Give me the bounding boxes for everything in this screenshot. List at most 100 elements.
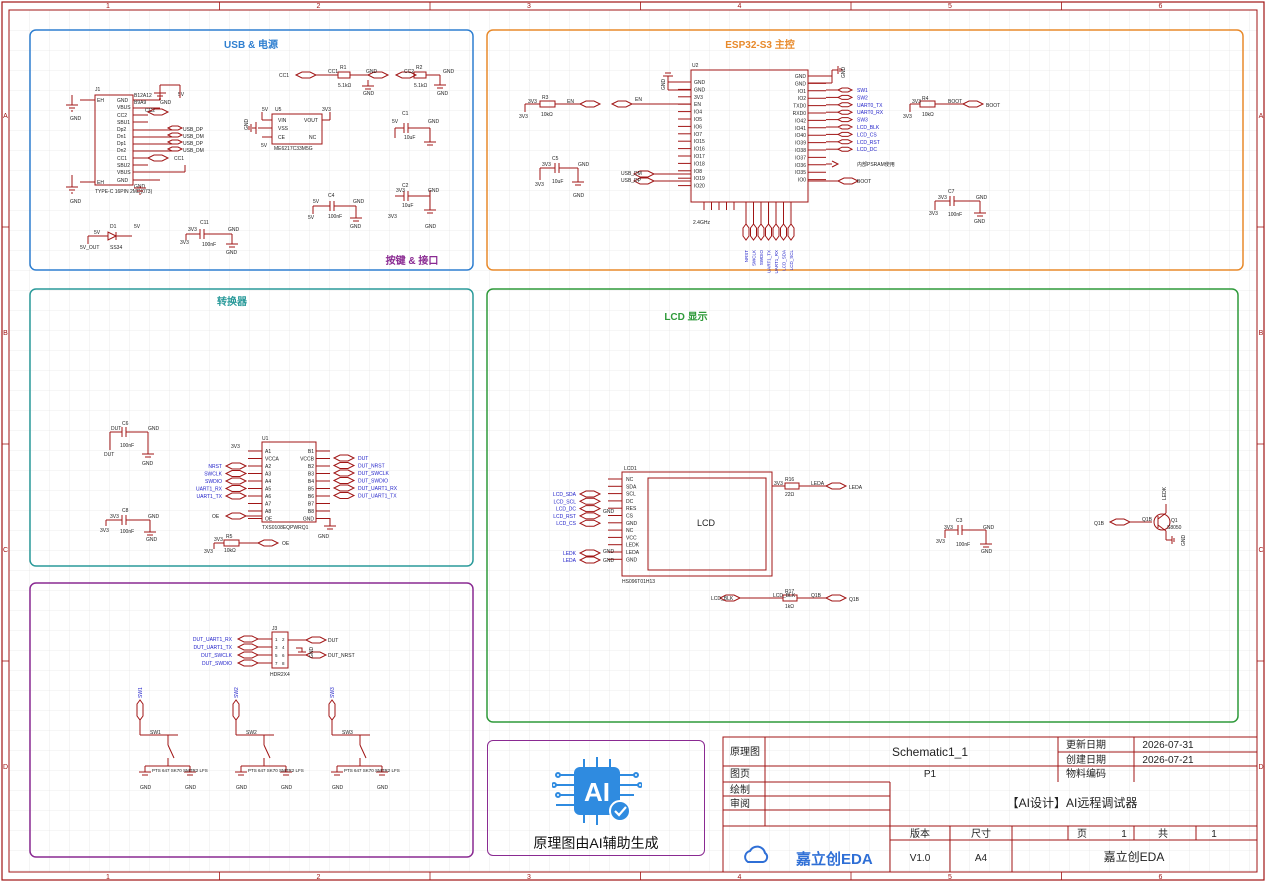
lcd-net-label: LCD_RST [553, 514, 576, 520]
conv-right-flag [332, 454, 356, 462]
lcd-pin-label: RES [626, 506, 637, 512]
conv-left-pin-label: A1 [265, 449, 271, 455]
conv-left-pin-label: OE [265, 517, 273, 523]
hdr-pin-num: 5 [275, 653, 278, 658]
lcd-net-label: LCD_SCL [553, 499, 576, 505]
r4-3v3-b: 3V3 [903, 114, 912, 120]
lcd-label: LCD [697, 518, 716, 528]
hdr-net-dut: DUT [328, 638, 338, 644]
esp-right-pin-label: RXD0 [793, 111, 807, 117]
esp-bottom-flag [787, 223, 795, 241]
c4-gnd: GND [353, 199, 365, 205]
j1-b9a9: B9A9 [134, 100, 146, 106]
hdr-gnd: GND [309, 647, 315, 659]
esp-psram-note: 内部PSRAM使用 [857, 161, 895, 168]
j1-pin-gnd2: GND [117, 178, 129, 184]
c11-3v3: 3V3 [188, 227, 197, 233]
lcd-pins: NCSDASCLDCRESCSGNDNCVCCLEDKLEDAGNDLCD_SD… [553, 477, 640, 564]
converter-left-pins: A1VCCAA2A3A4A5A6A7A8OENRSTSWCLKSWDIOUART… [196, 449, 280, 523]
d1-ref: D1 [110, 224, 117, 230]
esp32-module [690, 69, 809, 203]
c8-3v3: 3V3 [110, 514, 119, 520]
esp-bottom-net: SWCLK [752, 250, 757, 266]
esp-right-pin-label: IO37 [795, 155, 806, 161]
lcd-pin-label: LEDA [626, 550, 640, 556]
esp-left-pin-label: IO15 [694, 139, 705, 145]
col-label-top-4: 4 [738, 3, 742, 10]
esp-left-pin-label: IO20 [694, 184, 705, 190]
lcd-net-flag [578, 519, 602, 527]
ai-generated-box: AI 原理图由AI辅助生成 [487, 740, 705, 856]
lcd-pin-label: NC [626, 477, 634, 483]
esp-right-pin-label: IO41 [795, 126, 806, 132]
r5-value: 10kΩ [224, 548, 236, 554]
button-panel-title: 按键 & 接口 [386, 254, 439, 267]
j1-pin-sbu2: SBU2 [117, 163, 130, 169]
c3-gnd: GND [983, 525, 995, 531]
u5-vin: VIN [278, 118, 287, 124]
c4-5v-b: 5V [308, 215, 315, 221]
tb-page-value: P1 [924, 769, 937, 780]
row-label-left-D: D [3, 764, 8, 771]
j1-part-name: TYPE-C 16PIN 2MD(073) [95, 189, 153, 195]
c6-value: 100nF [120, 443, 134, 449]
c7-gnd: GND [976, 195, 988, 201]
u5-5v-2: 5V [261, 143, 268, 149]
esp-right-pin-label: IO42 [795, 118, 806, 124]
conv-right-pin-label: GND [303, 517, 315, 523]
esp-left-pin-label: IO8 [694, 169, 702, 175]
esp-gnd-left: GND [661, 79, 667, 91]
hdr-net-dut-nrst: DUT_NRST [328, 653, 355, 659]
lcd-net-label: LCD_SDA [553, 492, 577, 498]
esp-left-pin-label: IO6 [694, 124, 702, 130]
tb-review-label: 审阅 [730, 797, 750, 810]
lcd-module [621, 471, 773, 577]
esp-left-pin-label: IO18 [694, 161, 705, 167]
j1-pin-dn2: Dn2 [117, 148, 126, 154]
esp-net-flag [836, 146, 854, 152]
esp-bottom-net: LCD_SCL [789, 250, 794, 271]
c2-gnd-b: GND [425, 224, 437, 230]
esp-bottom-flag [772, 223, 780, 241]
ai-caption: 原理图由AI辅助生成 [533, 835, 659, 851]
col-label-top-5: 5 [948, 3, 952, 10]
r4-3v3: 3V3 [912, 99, 921, 105]
esp-net-flag [836, 94, 854, 100]
u5-ref: U5 [275, 107, 282, 113]
r4-ref: R4 [922, 96, 929, 102]
leda-net: LEDA [849, 485, 863, 491]
c5-3v3-b: 3V3 [535, 182, 544, 188]
c1-value: 10uF [404, 135, 415, 141]
r5-3v3-b: 3V3 [204, 549, 213, 555]
r17-q1b: Q1B [811, 593, 822, 599]
c2-value: 10uF [402, 203, 413, 209]
d1-5v-r: 5V [134, 224, 141, 230]
conv-right-flag [332, 477, 356, 484]
tb-size-label: 尺寸 [971, 827, 991, 840]
row-label-right-C: C [1258, 547, 1263, 554]
esp32-right-pins: GNDGNDIO1IO2TXD0RXD0IO42IO41IO40IO39IO38… [793, 74, 884, 184]
u5-5v: 5V [262, 107, 269, 113]
jlc-cloud-icon [744, 845, 769, 863]
u5-vout: VOUT [304, 118, 318, 124]
u5-ce: CE [278, 135, 286, 141]
esp-net-label: UART0_TX [857, 103, 883, 109]
j1-pin-vbus: VBUS [117, 105, 131, 111]
c4-gnd-b: GND [350, 224, 362, 230]
c8-value: 100nF [120, 529, 134, 535]
usb-dm-net-1: USB_DM [183, 134, 204, 140]
usb-dm-net-2: USB_DM [183, 148, 204, 154]
esp32-panel [486, 29, 1244, 271]
j1-pin-dn1: Dn1 [117, 134, 126, 140]
u1-part: TXS0108EQPWRQ1 [262, 525, 309, 531]
esp-right-pin-label: IO1 [798, 89, 806, 95]
col-label-bottom-3: 3 [527, 874, 531, 881]
tb-total: 1 [1211, 829, 1217, 840]
q1-gnd: GND [1181, 535, 1187, 547]
oe-net-1: OE [212, 514, 220, 520]
r16-3v3: 3V3 [774, 481, 783, 487]
esp-net-flag [836, 131, 854, 137]
q1b-net-3: Q1B [849, 597, 860, 603]
hdr-pin-num: 8 [282, 661, 285, 666]
